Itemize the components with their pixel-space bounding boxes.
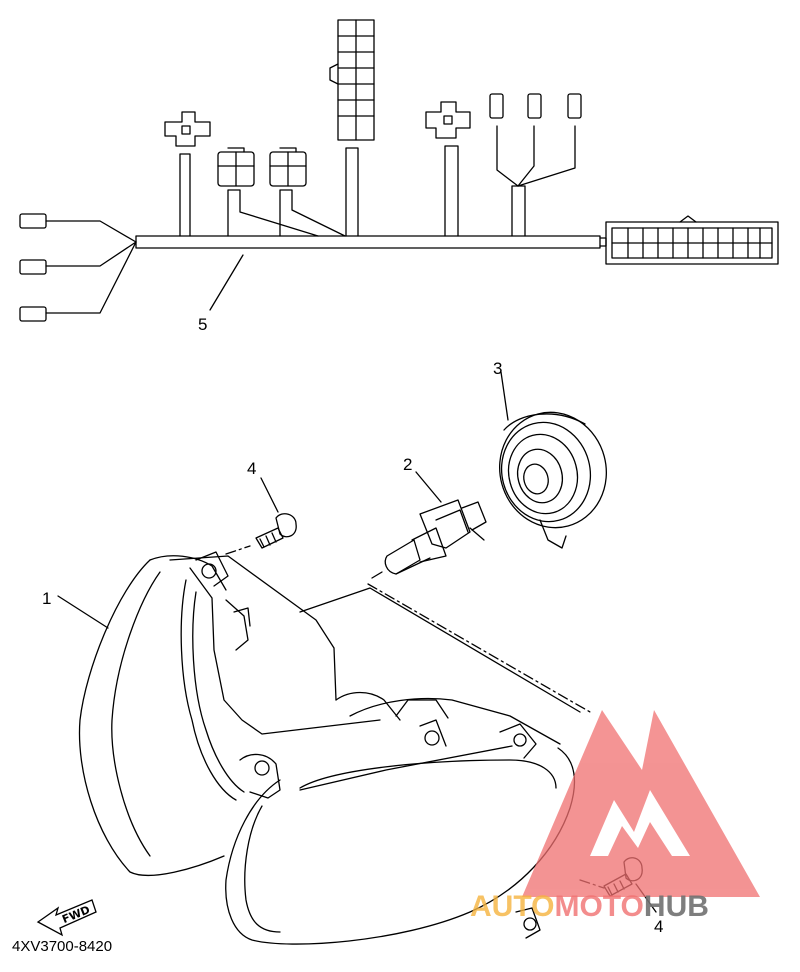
watermark-logo bbox=[522, 710, 760, 897]
callout-4-upper: 4 bbox=[247, 459, 256, 478]
part-code: 4XV3700-8420 bbox=[12, 938, 112, 955]
watermark-part1: AUTO bbox=[470, 890, 554, 923]
fwd-label: FWD bbox=[60, 903, 92, 926]
callout-4-lower: 4 bbox=[654, 917, 663, 936]
forward-direction-arrow: FWD bbox=[36, 899, 97, 937]
callout-3: 3 bbox=[493, 359, 502, 378]
watermark-text: AUTOMOTOHUB bbox=[470, 890, 709, 923]
headlight-bulb bbox=[371, 471, 487, 579]
socket-cover bbox=[499, 371, 607, 549]
watermark-part3: HUB bbox=[644, 890, 709, 923]
callout-1: 1 bbox=[42, 589, 51, 608]
headlight-assembly bbox=[57, 551, 581, 945]
wire-harness bbox=[19, 19, 779, 322]
callout-5: 5 bbox=[198, 315, 207, 334]
callout-2: 2 bbox=[403, 455, 412, 474]
watermark-part2: MOTO bbox=[554, 890, 643, 923]
screw-upper bbox=[255, 477, 297, 549]
assembly-lines bbox=[225, 545, 605, 889]
